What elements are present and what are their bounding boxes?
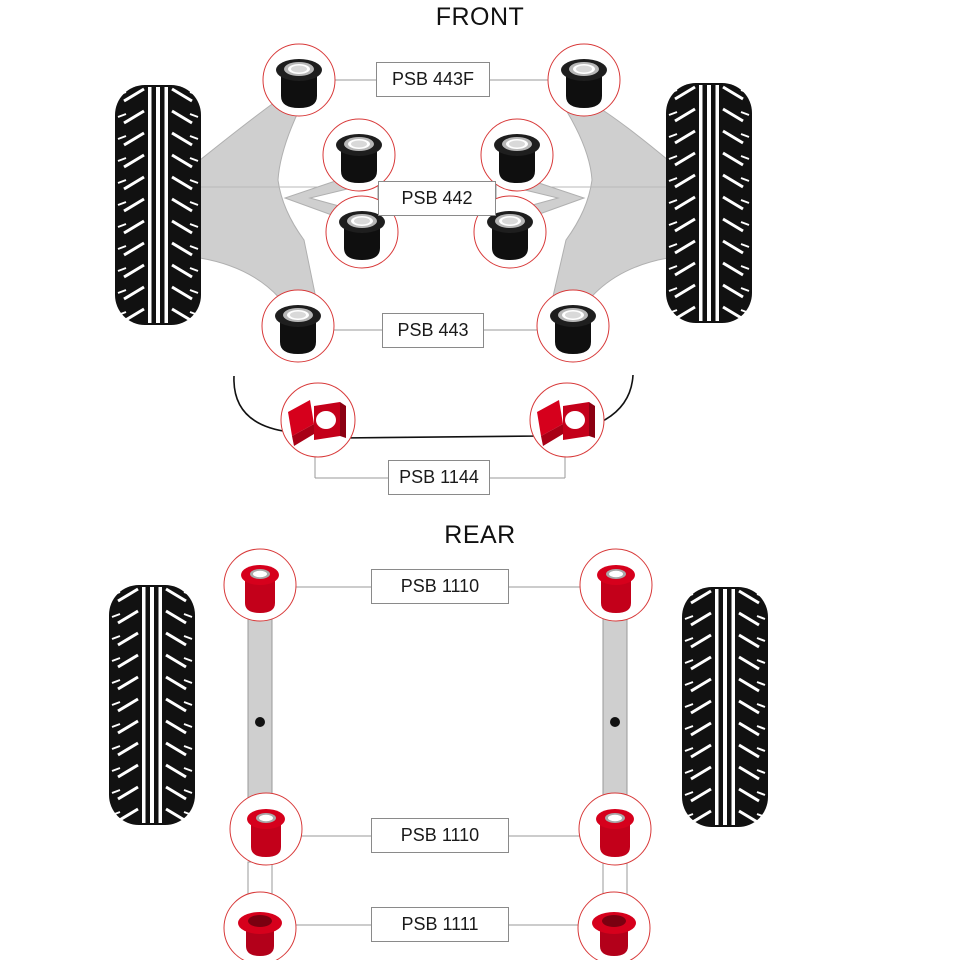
rear-left-tyre-icon (109, 585, 195, 825)
front-upper-left-bush-icon[interactable] (262, 43, 336, 117)
rear-right-trailing-arm (602, 611, 628, 903)
front-right-tyre-icon (666, 83, 752, 323)
label-psb-1110-middle[interactable]: PSB 1110 (371, 818, 509, 853)
rear-bottom-left-bush-icon[interactable] (223, 891, 297, 960)
anti-roll-bar-right-bush-icon[interactable] (529, 382, 605, 458)
front-lower-left-bush-icon[interactable] (261, 289, 335, 363)
front-right-arm (540, 101, 669, 326)
label-psb-1111[interactable]: PSB 1111 (371, 907, 509, 942)
label-psb-443f[interactable]: PSB 443F (376, 62, 490, 97)
front-left-arm (199, 101, 330, 326)
front-leader-lines (314, 79, 566, 479)
anti-roll-bar-left-bush-icon[interactable] (280, 382, 356, 458)
label-psb-442[interactable]: PSB 442 (378, 181, 496, 216)
rear-leader-lines (296, 586, 580, 926)
label-psb-443[interactable]: PSB 443 (382, 313, 484, 348)
front-title: FRONT (435, 3, 525, 31)
front-upper-right-bush-icon[interactable] (547, 43, 621, 117)
label-psb-1110-top[interactable]: PSB 1110 (371, 569, 509, 604)
rear-middle-left-bush-icon[interactable] (229, 792, 303, 866)
rear-top-right-bush-icon[interactable] (579, 548, 653, 622)
front-lower-right-bush-icon[interactable] (536, 289, 610, 363)
rear-title: REAR (444, 521, 516, 549)
rear-top-left-bush-icon[interactable] (223, 548, 297, 622)
label-psb-1144[interactable]: PSB 1144 (388, 460, 490, 495)
rear-middle-right-bush-icon[interactable] (578, 792, 652, 866)
rear-bottom-right-bush-icon[interactable] (577, 891, 651, 960)
rear-right-tyre-icon (682, 587, 768, 827)
front-left-tyre-icon (115, 85, 201, 325)
